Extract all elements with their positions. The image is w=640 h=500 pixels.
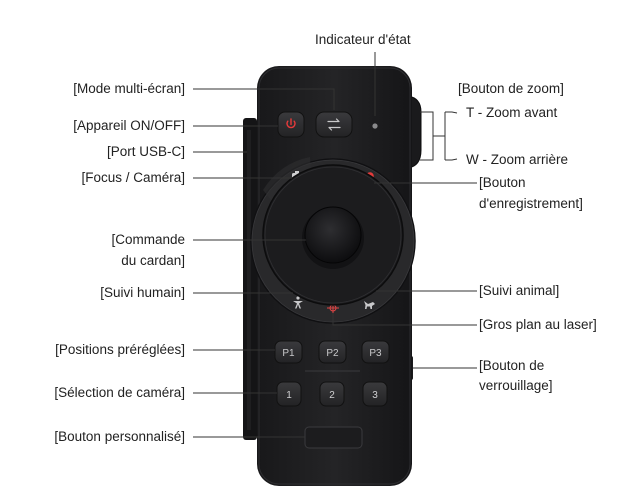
animal-tracking-icon[interactable] <box>364 301 375 309</box>
human-tracking-icon[interactable] <box>293 296 303 309</box>
label-usb-c: [Port USB-C] <box>106 144 185 159</box>
power-icon <box>286 118 296 129</box>
label-power: [Appareil ON/OFF] <box>73 118 185 133</box>
camera-label-3: 3 <box>372 390 378 401</box>
preset-label-p3: P3 <box>369 348 382 359</box>
label-human-tracking: [Suivi humain] <box>100 285 185 300</box>
label-gimbal-line1: [Commande <box>111 232 185 247</box>
preset-button-p2[interactable] <box>318 340 347 364</box>
preset-button-p3[interactable] <box>361 340 390 364</box>
label-zoom-button: [Bouton de zoom] <box>458 81 564 96</box>
label-zoom-out: W - Zoom arrière <box>466 152 569 167</box>
swap-arrows-icon <box>327 118 341 131</box>
leader-lines <box>193 52 477 438</box>
camera-button-3[interactable] <box>362 381 388 407</box>
label-zoom-in: T - Zoom avant <box>466 105 558 120</box>
label-record-line1: [Bouton <box>479 175 526 190</box>
preset-label-p1: P1 <box>282 348 295 359</box>
label-camera-select: [Sélection de caméra] <box>54 385 185 400</box>
label-status-indicator: Indicateur d'état <box>315 32 411 47</box>
label-animal-tracking: [Suivi animal] <box>479 283 560 298</box>
label-record-line2: d'enregistrement] <box>479 196 583 211</box>
camera-button-1[interactable] <box>276 381 302 407</box>
preset-label-p2: P2 <box>326 348 339 359</box>
label-gimbal-line2: du cardan] <box>121 253 185 268</box>
custom-button[interactable] <box>304 426 363 449</box>
gimbal-joystick[interactable] <box>304 206 362 264</box>
label-lock-line1: [Bouton de <box>479 358 545 373</box>
label-presets: [Positions préréglées] <box>55 342 185 357</box>
camera-label-1: 1 <box>286 390 292 401</box>
multi-screen-button[interactable] <box>315 111 353 138</box>
label-focus-camera: [Focus / Caméra] <box>81 170 185 185</box>
label-custom-button: [Bouton personnalisé] <box>54 429 185 444</box>
label-multi-screen: [Mode multi-écran] <box>73 81 185 96</box>
camera-label-2: 2 <box>329 390 335 401</box>
label-lock-line2: verrouillage] <box>479 378 553 393</box>
gimbal-dial-edge <box>264 166 402 304</box>
label-laser-closeup: [Gros plan au laser] <box>479 317 597 332</box>
status-indicator-led <box>372 123 378 129</box>
camera-button-2[interactable] <box>319 381 345 407</box>
preset-button-p1[interactable] <box>274 340 303 364</box>
side-rail-groove <box>247 130 251 430</box>
